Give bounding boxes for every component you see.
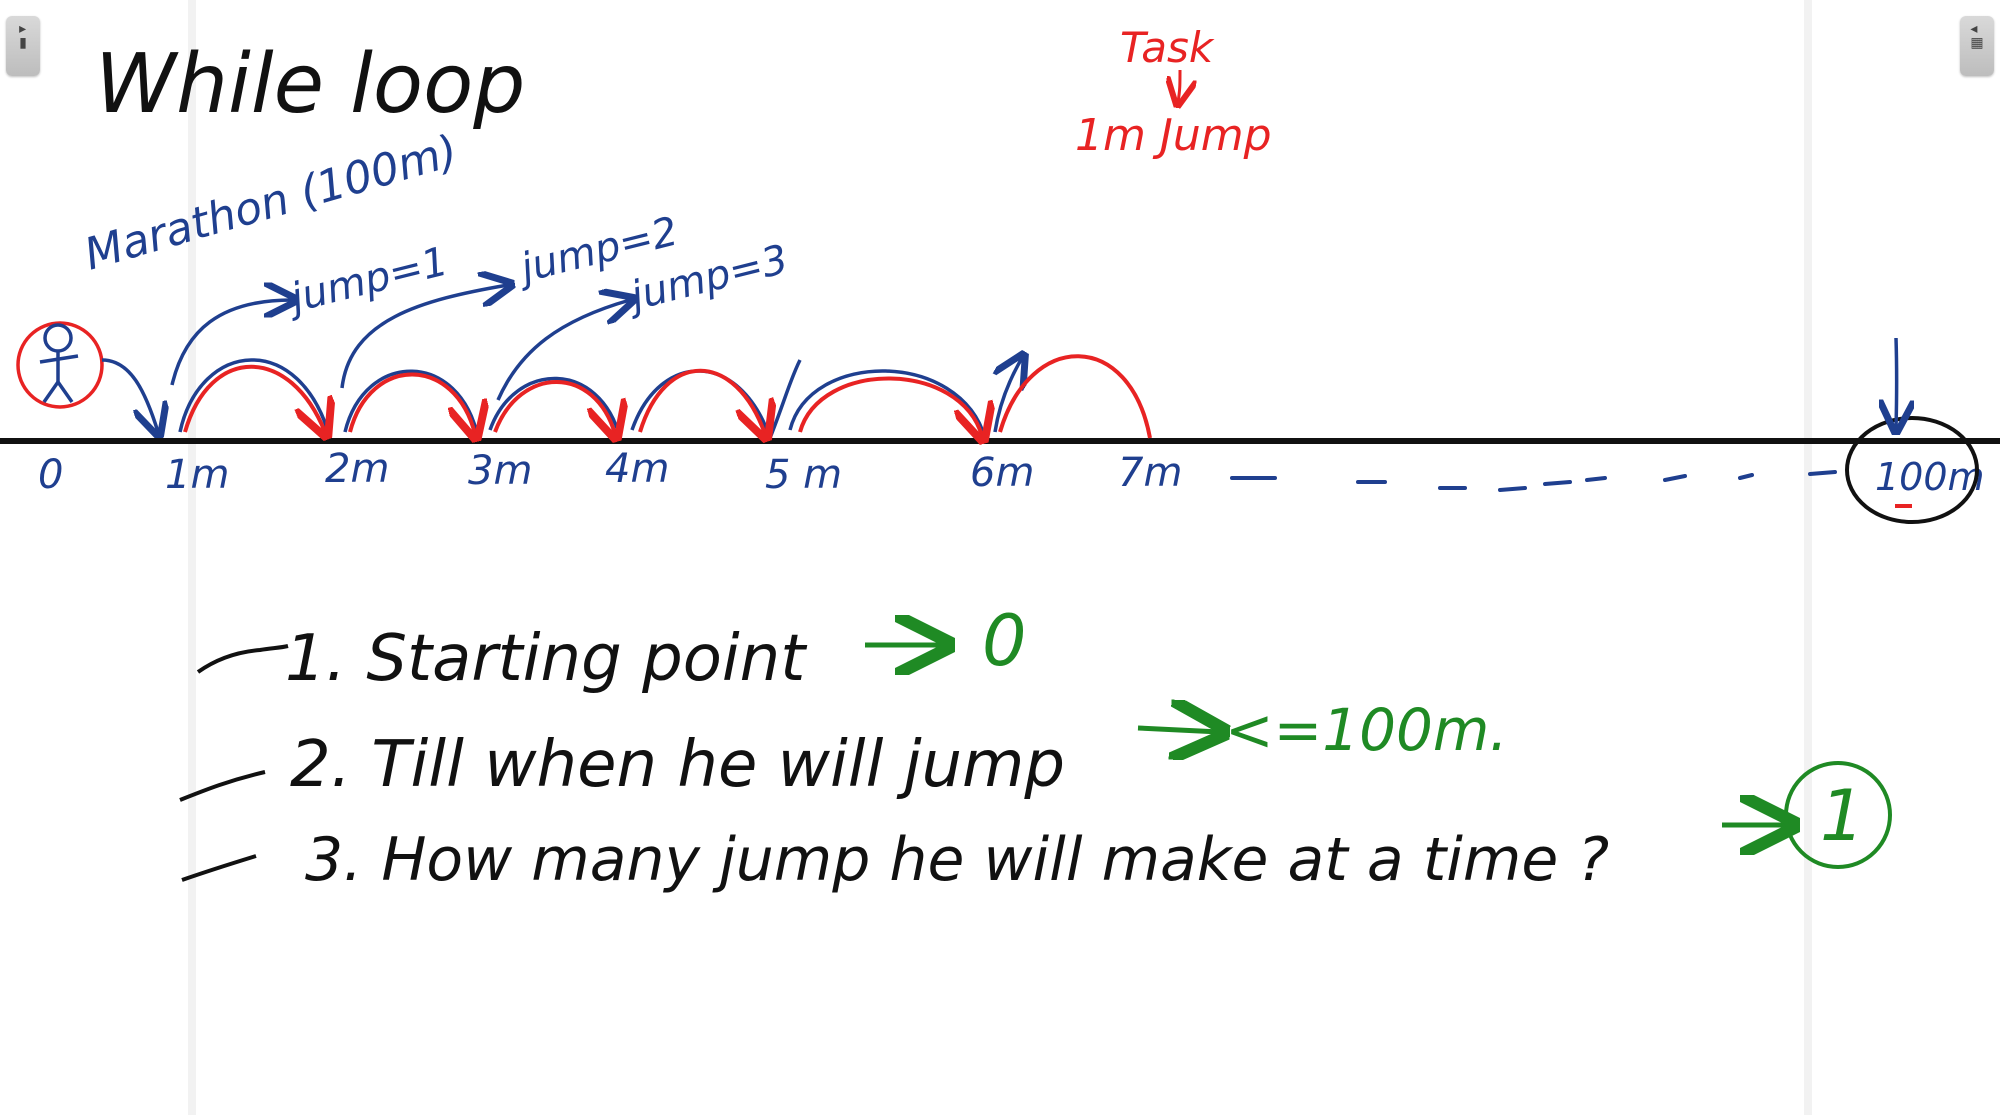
tick-4m: 4m [605, 446, 669, 492]
jump-3-pointer [496, 300, 630, 401]
step-2-check [179, 770, 266, 802]
page-thumbnails-icon: ◂▦ [1970, 21, 1984, 51]
step-3-text: 3. How many jump he will make at a time … [305, 825, 1609, 895]
runner-highlight [16, 321, 104, 409]
jump-label-1: jump=1 [281, 238, 452, 323]
task-label: Task [1120, 23, 1215, 72]
step-1-text: 1. Starting point [285, 622, 808, 696]
left-panel-toggle-button[interactable]: ▸▮ [6, 16, 40, 76]
step-2-arrow [1137, 728, 1220, 732]
runner-figure [39, 323, 79, 404]
right-panel-toggle-button[interactable]: ◂▦ [1960, 16, 1994, 76]
tick-100m: 100m [1875, 455, 1985, 499]
panel-toggle-icon: ▸▮ [19, 21, 27, 51]
step-1-answer: 0 [982, 600, 1027, 682]
jump-2-pointer [340, 285, 508, 389]
task-sub-label: 1m Jump [1075, 110, 1272, 161]
step-2-answer: <=100m. [1225, 696, 1508, 764]
step-3-answer-circle [1784, 761, 1892, 869]
step-1-check [196, 644, 289, 674]
tick-1m: 1m [165, 452, 229, 498]
tick-3m: 3m [468, 448, 532, 494]
step-2-text: 2. Till when he will jump [290, 728, 1065, 802]
jump-1-pointer [170, 300, 292, 386]
steps-list: 1. Starting point 0 2. Till when he will… [179, 600, 1892, 895]
step-3-check [181, 854, 257, 882]
tick-5m: 5 m [765, 452, 842, 498]
tick-0: 0 [38, 452, 63, 498]
step-3-answer: 1 [1820, 775, 1865, 857]
page-title: While loop [95, 37, 525, 132]
distance-ticks: 0 1m 2m 3m 4m 5 m 6m 7m 100m [38, 446, 1985, 499]
red-jump-arcs [183, 354, 1152, 438]
task-arrow [1178, 69, 1180, 102]
tick-2m: 2m [325, 446, 389, 492]
finish-arrow [1896, 337, 1897, 428]
tick-6m: 6m [970, 450, 1034, 496]
ellipsis-dashes [1230, 470, 1837, 492]
first-jump-arrow [101, 358, 158, 432]
tick-7m: 7m [1118, 450, 1182, 496]
